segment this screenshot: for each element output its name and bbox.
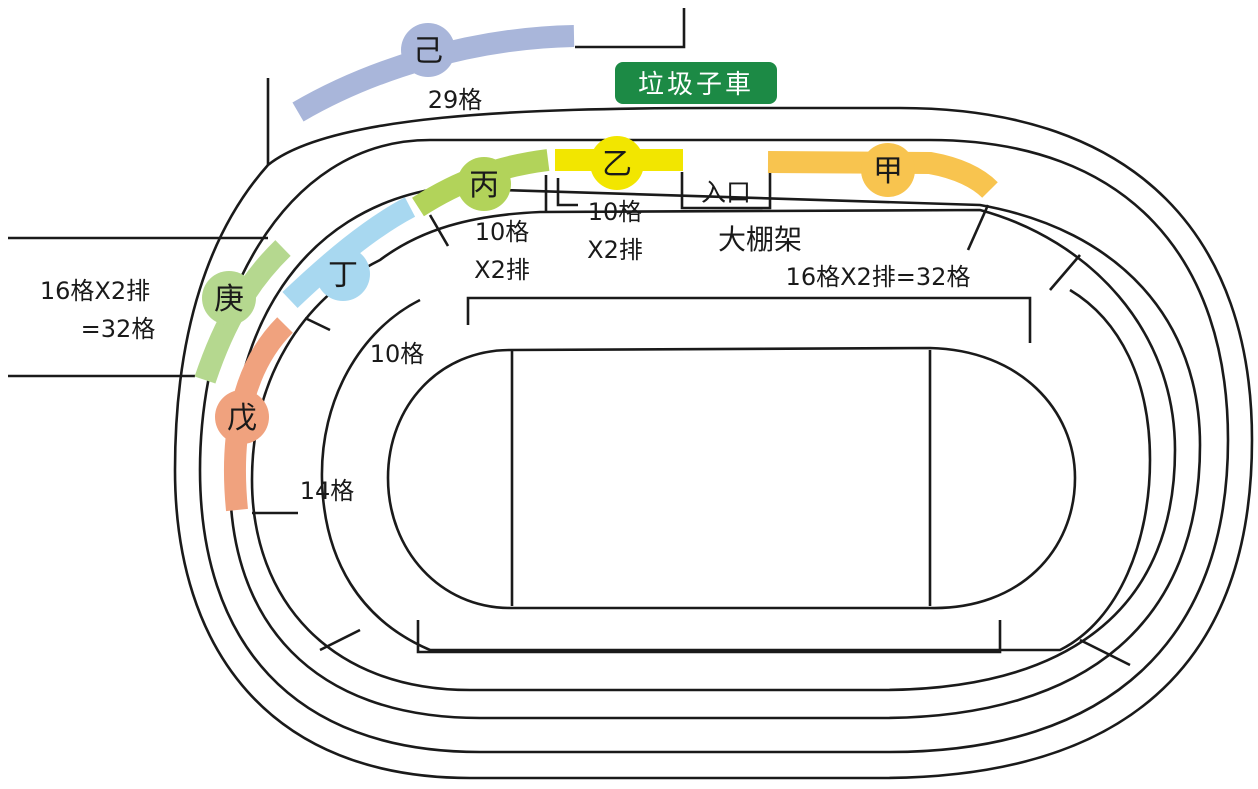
zone-circle-ji bbox=[401, 23, 455, 77]
zone-marker-yi[interactable]: 乙 bbox=[590, 136, 644, 190]
badge-label: 垃圾子車 bbox=[638, 70, 754, 100]
zone-circle-bing bbox=[457, 157, 511, 211]
entrance-structure bbox=[544, 172, 772, 212]
stadium-stand-bottom bbox=[416, 620, 1002, 654]
capacity-yi-line2: X2排 bbox=[587, 236, 643, 264]
inner-lane bbox=[320, 288, 1152, 652]
zone-marker-jia[interactable]: 甲 bbox=[861, 143, 915, 197]
middle-ring bbox=[228, 186, 1202, 720]
capacity-yi-line1: 10格 bbox=[588, 198, 643, 226]
zone-marker-ding[interactable]: 丁 bbox=[316, 247, 370, 301]
stadium-stand bbox=[466, 296, 1032, 343]
zone-label-wu: 戊 bbox=[227, 401, 257, 436]
outer-road-edge bbox=[173, 106, 1254, 780]
capacity-geng-line2: =32格 bbox=[81, 315, 156, 343]
zone-marker-geng[interactable]: 庚 bbox=[202, 271, 256, 325]
zone-circle-geng bbox=[202, 271, 256, 325]
capacity-bing-line1: 10格 bbox=[475, 218, 530, 246]
capacity-jia: 16格X2排=32格 bbox=[786, 263, 971, 291]
zone-marker-ji[interactable]: 己 bbox=[401, 23, 455, 77]
zone-label-jia: 甲 bbox=[873, 154, 903, 189]
inner-ring bbox=[250, 208, 1177, 692]
zone-label-yi: 乙 bbox=[602, 147, 632, 182]
zone-circle-wu bbox=[215, 390, 269, 444]
garbage-truck-badge: 垃圾子車 bbox=[615, 62, 777, 104]
zone-label-ji: 己 bbox=[413, 34, 443, 69]
zone-marker-wu[interactable]: 戊 bbox=[215, 390, 269, 444]
zone-band-ding bbox=[282, 197, 416, 308]
capacity-ji: 29格 bbox=[428, 86, 483, 114]
capacity-bing-line2: X2排 bbox=[474, 256, 530, 284]
entrance-label: 入口 bbox=[701, 178, 751, 207]
zone-marker-bing[interactable]: 丙 bbox=[457, 157, 511, 211]
capacity-labels: 29格 16格X2排=32格 10格 X2排 10格 X2排 10格 16格X2… bbox=[40, 86, 971, 505]
capacity-ding: 10格 bbox=[370, 340, 425, 368]
capacity-wu: 14格 bbox=[300, 477, 355, 505]
stadium bbox=[386, 296, 1077, 654]
connector-lines bbox=[252, 204, 1131, 667]
zone-band-jia bbox=[767, 151, 998, 199]
pavilion-label: 大棚架 bbox=[718, 223, 802, 256]
capacity-geng-line1: 16格X2排 bbox=[40, 277, 150, 305]
badge-background bbox=[615, 62, 777, 104]
zone-label-bing: 丙 bbox=[469, 168, 499, 203]
zone-label-geng: 庚 bbox=[214, 282, 244, 317]
zone-label-ding: 丁 bbox=[328, 258, 358, 293]
zone-circle-jia bbox=[861, 143, 915, 197]
zone-markers: 己 甲 乙 丙 丁 庚 戊 bbox=[202, 23, 915, 444]
running-track bbox=[386, 346, 1077, 610]
zone-circle-yi bbox=[590, 136, 644, 190]
zone-circle-ding bbox=[316, 247, 370, 301]
street-lines bbox=[8, 8, 686, 378]
